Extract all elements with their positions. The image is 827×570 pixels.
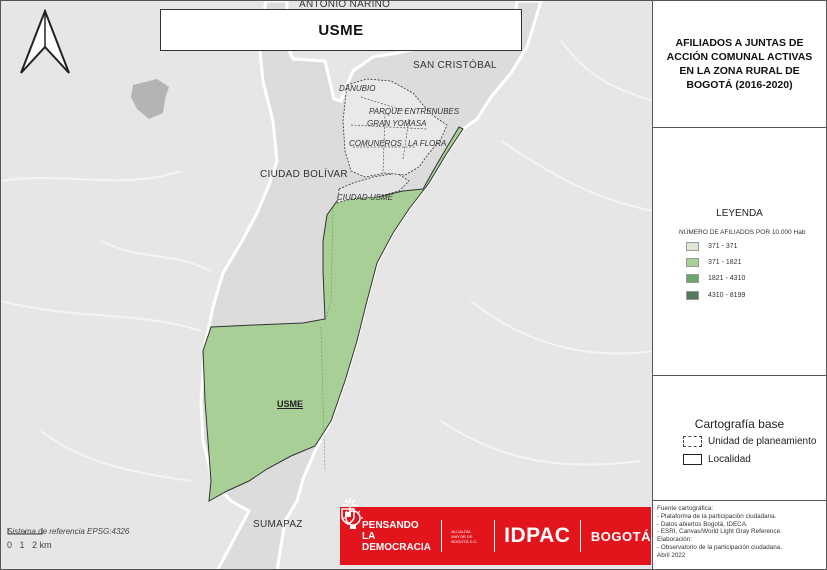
alcaldia-text: ALCALDÍA MAYOR DE BOGOTÁ D.C. — [451, 528, 478, 544]
alcaldia-logo: ALCALDÍA MAYOR DE BOGOTÁ D.C. — [341, 508, 483, 544]
legend-label: 371 - 371 — [708, 242, 738, 250]
reservoir-shape — [131, 79, 169, 119]
source-line: - Datos abiertos Bogotá, IDECA. — [657, 520, 748, 528]
label-ciudad-usme: CIUDAD USME — [337, 193, 394, 202]
coat-of-arms-icon — [341, 508, 355, 525]
legend-swatch — [686, 273, 699, 283]
map-canvas — [1, 1, 652, 569]
label-sumapaz: SUMAPAZ — [253, 519, 303, 530]
label-antonio-narino: ANTONIO NARIÑO — [299, 0, 391, 10]
source-line: - ESRI, Canvas/World Light Gray Referenc… — [657, 528, 782, 536]
legend-swatch — [686, 257, 699, 267]
label-parque-entrenubes: PARQUE ENTRENUBES — [369, 107, 460, 116]
map-frame[interactable]: USME ANTONIO NARIÑO SAN CRISTÓBAL DANUBI… — [0, 0, 653, 570]
idpac-logo-text: IDPAC — [504, 524, 571, 547]
label-danubio: DANUBIO — [339, 84, 376, 93]
dashed-swatch — [683, 436, 702, 447]
label-la-flora: LA FLORA — [408, 139, 447, 148]
logo-band: PENSANDO LA DEMOCRACIA ALCALDÍA MAYOR DE… — [340, 498, 651, 565]
base-title: Cartografía base — [694, 417, 785, 431]
scale-tick-2: 2 km — [32, 540, 52, 550]
legend-label: 1821 - 4310 — [708, 274, 746, 282]
source-line: - Plataforma de la participación ciudada… — [657, 512, 777, 520]
legend-section: LEYENDA NÚMERO DE AFILIADOS POR 10.000 H… — [653, 128, 826, 376]
legend-swatch — [686, 241, 699, 251]
legend-label: 371 - 1821 — [708, 258, 742, 266]
label-comuneros: COMUNEROS — [349, 139, 402, 148]
reference-system-text: Sistema de referencia EPSG:4326 — [7, 527, 130, 536]
map-title-box: USME — [160, 9, 522, 51]
side-panel: AFILIADOS A JUNTAS DE ACCIÓN COMUNAL ACT… — [653, 0, 827, 570]
label-ciudad-bolivar: CIUDAD BOLÍVAR — [260, 169, 348, 180]
legend-title: LEYENDA — [716, 208, 763, 219]
ciudad-usme-shape — [336, 172, 410, 204]
scale-line — [7, 528, 43, 535]
scale-bar: Sistema de referencia EPSG:4326 0 1 2 km — [7, 527, 129, 550]
elaboration-line: - Observatorio de la participación ciuda… — [657, 543, 782, 551]
scale-tick-1: 1 — [19, 540, 25, 550]
urban-planning-units-shape — [342, 78, 448, 178]
pensando-line2: DEMOCRACIA — [362, 541, 431, 553]
source-section: Fuente cartográfica: - Plataforma de la … — [653, 501, 826, 570]
label-gran-yomasa: GRAN YOMASA — [367, 119, 427, 128]
scale-ticks: 0 1 2 km — [7, 540, 129, 550]
usme-interior-dividers — [320, 206, 334, 472]
label-usme: USME — [277, 399, 304, 409]
map-title: USME — [318, 21, 364, 39]
base-label-planeamiento: Unidad de planeamiento — [708, 436, 817, 447]
base-item-planeamiento: Unidad de planeamiento — [683, 436, 816, 447]
pensando-line1: PENSANDO LA — [362, 519, 419, 542]
base-item-localidad: Localidad — [683, 454, 751, 465]
pensando-democracia-logo: PENSANDO LA DEMOCRACIA — [343, 508, 431, 553]
legend-item: 4310 - 8199 — [686, 290, 745, 300]
panel-title-section: AFILIADOS A JUNTAS DE ACCIÓN COMUNAL ACT… — [653, 1, 826, 128]
legend-item: 371 - 371 — [686, 241, 738, 251]
source-heading: Fuente cartográfica: — [657, 505, 714, 512]
legend-subtitle: NÚMERO DE AFILIADOS POR 10.000 Hab — [679, 229, 806, 236]
scale-tick-0: 0 — [7, 540, 13, 550]
legend-label: 4310 - 8199 — [708, 291, 746, 299]
panel-title: AFILIADOS A JUNTAS DE ACCIÓN COMUNAL ACT… — [666, 37, 813, 91]
bogota-logo-text: BOGOTÁ — [590, 528, 651, 544]
legend-swatch — [686, 290, 699, 300]
elaboration-date: Abril 2022 — [657, 551, 686, 559]
legend-item: 1821 - 4310 — [686, 273, 745, 283]
legend-item: 371 - 1821 — [686, 257, 741, 267]
road-lines — [1, 40, 652, 482]
base-cartography-section: Cartografía base Unidad de planeamiento … — [653, 376, 826, 501]
elaboration-heading: Elaboración: — [657, 536, 693, 544]
star-burst-icon — [343, 498, 357, 512]
base-label-localidad: Localidad — [708, 454, 751, 465]
label-san-cristobal: SAN CRISTÓBAL — [413, 60, 497, 71]
solid-swatch — [683, 454, 702, 465]
